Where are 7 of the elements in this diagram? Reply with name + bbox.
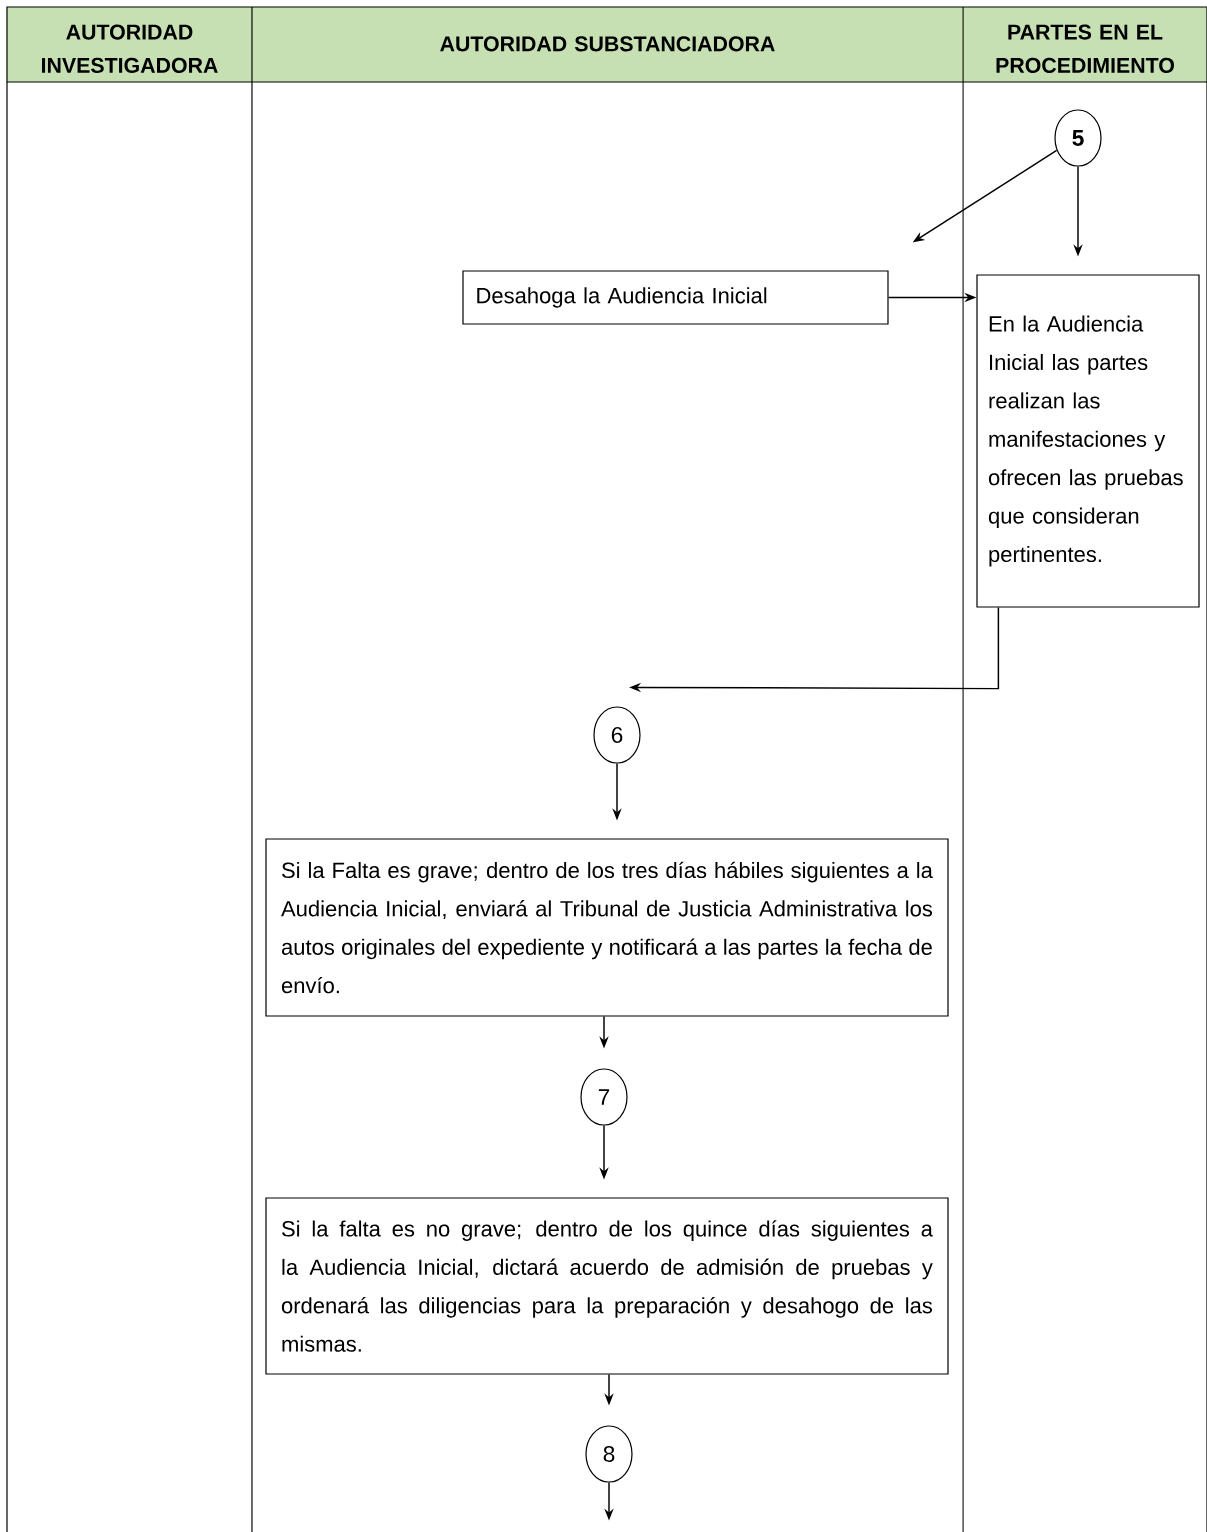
process-box: En la Audiencia Inicial las partes realizan las manifestaciones y ofrecen las pruebas que consideran pertinentes. — [976, 274, 1200, 608]
process-box: Desahoga la Audiencia Inicial — [462, 270, 889, 325]
process-box: Si la falta es no grave; dentro de los quince días siguientes a la Audiencia Inicial, dictará acuerdo de admisión de pruebas y ordenará las diligencias para la preparación y desahogo de las mismas. — [265, 1197, 949, 1375]
lane-header: AUTORIDAD SUBSTANCIADORA — [440, 36, 775, 52]
lane-header: PARTES EN EL PROCEDIMIENTO — [996, 24, 1174, 73]
process-box: Si la Falta es grave; dentro de los tres días hábiles siguientes a la Audiencia Inicial, enviará al Tribunal de Justicia Administrativa los autos originales del expediente y notificará a las partes la fecha de envío. — [265, 838, 949, 1017]
lane-header: AUTORIDAD INVESTIGADORA — [42, 24, 218, 73]
